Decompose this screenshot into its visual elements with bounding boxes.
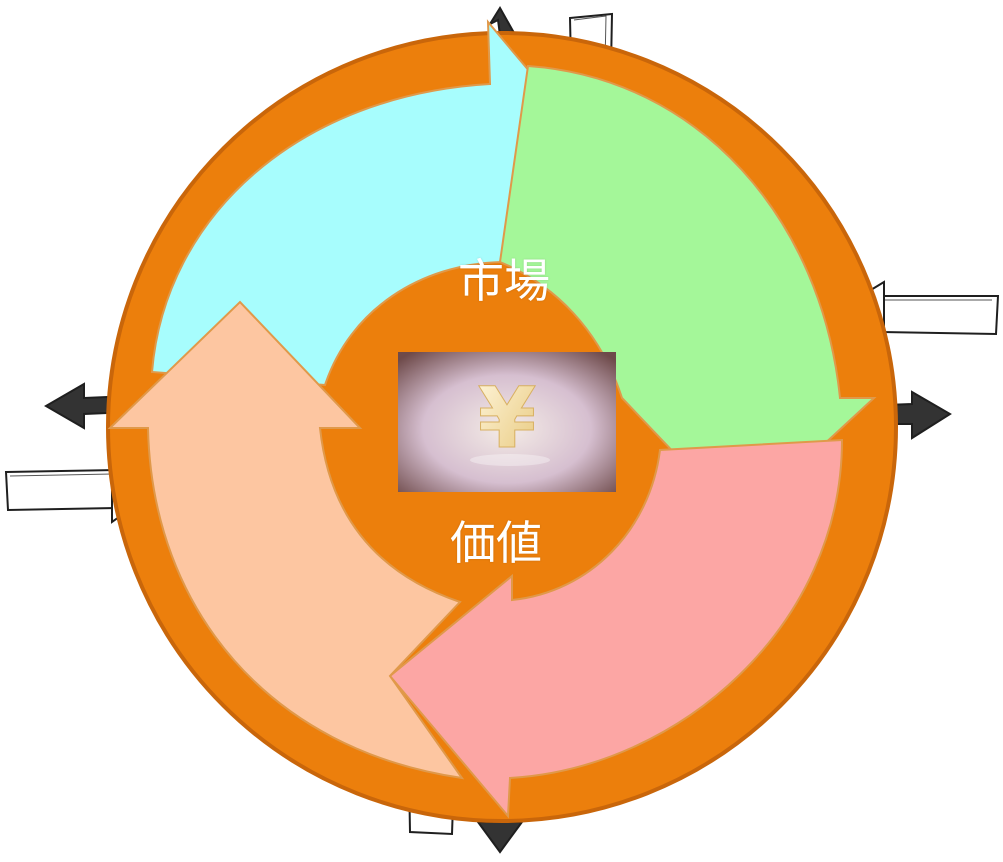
- center-label-value: 価値: [450, 516, 542, 570]
- center-label-market: 市場: [458, 254, 550, 308]
- cycle-arrow-peach: [107, 300, 465, 780]
- cycle-arrow-green: [498, 64, 877, 524]
- cycle-arrow-cyan: [150, 19, 606, 387]
- yen-symbol-icon: ¥: [478, 369, 536, 467]
- yen-photo: ¥: [398, 352, 616, 492]
- cycle-arrow-pink: [388, 438, 844, 819]
